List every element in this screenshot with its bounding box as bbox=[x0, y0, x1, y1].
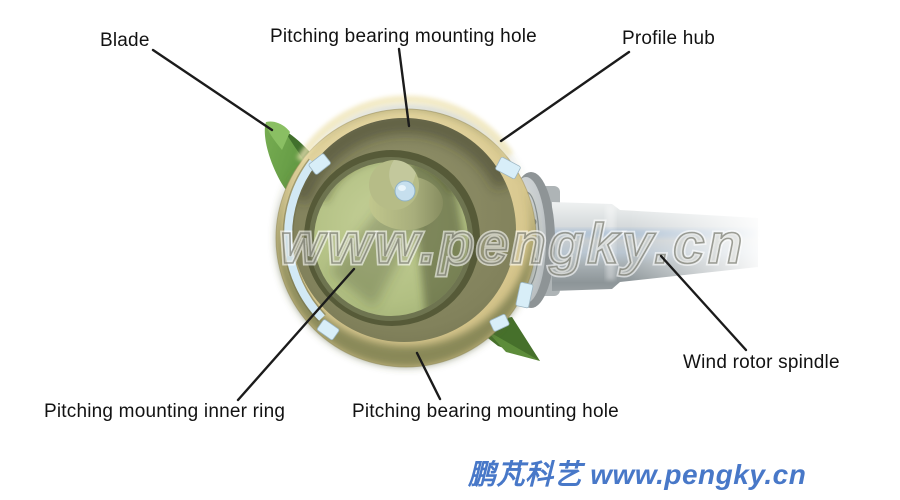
cut-edge-arc bbox=[284, 159, 325, 321]
watermark-text: www.pengky.cn bbox=[280, 212, 746, 276]
profile-hub bbox=[275, 95, 537, 368]
label-pitching-bearing-mounting-hole-top: Pitching bearing mounting hole bbox=[270, 26, 537, 47]
rim-tab bbox=[489, 314, 510, 332]
boss-pin-highlight bbox=[398, 185, 406, 191]
watermark-halo: www.pengky.cn bbox=[280, 212, 746, 276]
rim-tab bbox=[515, 281, 534, 309]
rim-tab bbox=[495, 156, 521, 180]
leader-line-top-hole bbox=[397, 47, 411, 128]
rim-tab bbox=[308, 153, 331, 175]
hub-center-boss bbox=[369, 159, 443, 230]
spindle-shaft bbox=[552, 202, 758, 291]
watermark: www.pengky.cn www.pengky.cn bbox=[278, 210, 746, 279]
leader-lines bbox=[151, 47, 748, 402]
leader-line-profile-hub bbox=[499, 50, 631, 143]
rim-tab bbox=[316, 319, 340, 341]
leader-line-blade bbox=[151, 48, 274, 132]
leader-line-bottom-hole bbox=[415, 351, 442, 401]
label-wind-rotor-spindle: Wind rotor spindle bbox=[683, 352, 840, 373]
cut-edge-rim bbox=[282, 153, 534, 341]
footer-credit: 鹏芃科艺 www.pengky.cn bbox=[468, 459, 807, 490]
label-pitching-mounting-inner-ring: Pitching mounting inner ring bbox=[44, 401, 286, 422]
leader-line-spindle bbox=[659, 254, 748, 352]
label-blade: Blade bbox=[100, 30, 150, 51]
leader-line-inner-ring bbox=[236, 267, 356, 402]
spindle-sheen bbox=[552, 229, 757, 238]
hub-top-highlight bbox=[296, 95, 514, 163]
spindle-step-highlight bbox=[606, 206, 615, 280]
label-profile-hub: Profile hub bbox=[622, 28, 716, 49]
label-pitching-bearing-mounting-hole-bottom: Pitching bearing mounting hole bbox=[352, 401, 619, 422]
boss-pin bbox=[394, 180, 416, 202]
